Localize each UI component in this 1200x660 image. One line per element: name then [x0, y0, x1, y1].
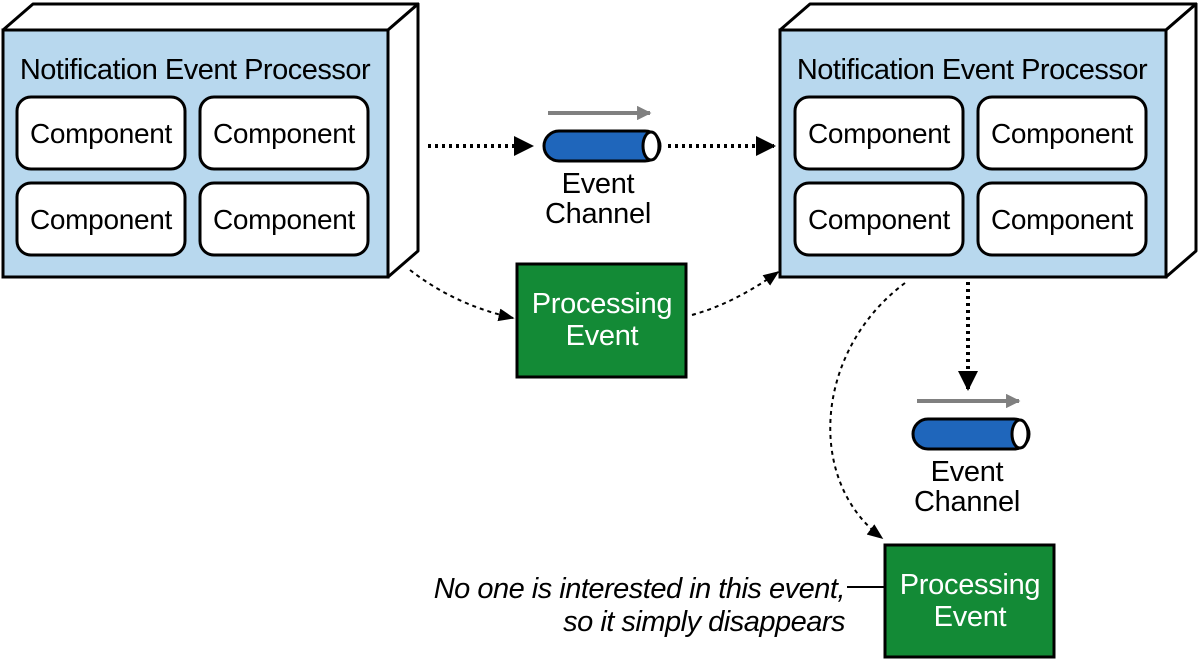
processing-event-2-line1: Processing	[900, 569, 1040, 601]
processor-1-component-1-label: Component	[30, 118, 173, 149]
arrow-event1-to-processor2	[691, 271, 780, 316]
channel-2-label-line1: Event	[931, 456, 1004, 488]
processing-event-1-line2: Event	[566, 320, 639, 352]
note-line1: No one is interested in this event,	[434, 573, 845, 605]
processor-2-title: Notification Event Processor	[797, 54, 1148, 86]
arrow-processor2-to-event2	[829, 282, 906, 539]
processor-1-component-1	[15, 95, 187, 171]
processing-event-2: Processing Event	[883, 543, 1056, 659]
processor-2-top-face	[778, 2, 1198, 32]
processor-1: Notification Event Processor Component C…	[1, 2, 420, 279]
processing-event-1-line1: Processing	[532, 288, 672, 320]
processor-2-component-2	[976, 95, 1148, 171]
processor-1-top-face	[1, 2, 420, 32]
channel-2-pipe-end	[1010, 418, 1030, 450]
processor-1-component-2	[198, 95, 370, 171]
processor-2-side-face	[1164, 2, 1198, 279]
event-channel-2: Event Channel	[911, 393, 1031, 518]
processor-1-component-4	[198, 181, 370, 257]
processor-2-component-3	[793, 181, 965, 257]
processing-event-2-line2: Event	[934, 601, 1007, 633]
processor-1-component-2-label: Component	[213, 118, 356, 149]
processing-event-1: Processing Event	[515, 262, 688, 379]
processor-2-component-4-label: Component	[991, 204, 1134, 235]
processing-event-1-box	[515, 262, 688, 379]
arrow-processor1-to-event1	[409, 269, 515, 322]
processor-1-component-4-label: Component	[213, 204, 356, 235]
processor-2-component-2-label: Component	[991, 118, 1134, 149]
processor-1-title: Notification Event Processor	[20, 54, 371, 86]
processor-2: Notification Event Processor Component C…	[778, 2, 1198, 279]
channel-2-label-line2: Channel	[914, 486, 1020, 518]
processing-event-2-box	[883, 543, 1056, 659]
channel-1-pipe-end	[641, 130, 661, 162]
processor-2-component-1-label: Component	[808, 118, 951, 149]
channel-1-label-line1: Event	[562, 168, 635, 200]
processor-2-component-3-label: Component	[808, 204, 951, 235]
channel-1-label-line2: Channel	[545, 198, 651, 230]
processor-2-component-4	[976, 181, 1148, 257]
processor-1-component-3-label: Component	[30, 204, 173, 235]
processor-1-component-3	[15, 181, 187, 257]
event-channel-1: Event Channel	[542, 105, 662, 230]
note-line2: so it simply disappears	[563, 606, 845, 638]
processor-1-side-face	[386, 2, 420, 279]
processor-2-component-1	[793, 95, 965, 171]
